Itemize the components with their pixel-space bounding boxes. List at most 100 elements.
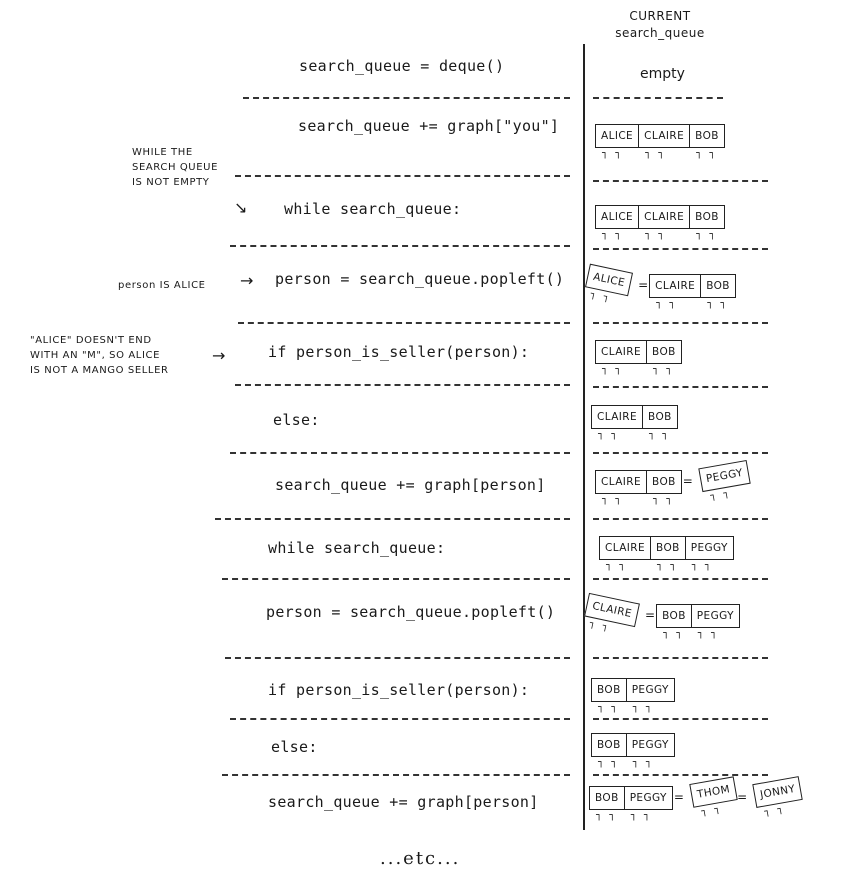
code-line-9: person = search_queue.popleft() (266, 603, 556, 621)
queue-person: BOB (690, 206, 724, 246)
empty-label: empty (640, 66, 685, 82)
queue-person: ALICE (596, 125, 640, 165)
row-separator (243, 97, 570, 99)
queue-person: CLAIRE (650, 275, 702, 315)
note-not-seller-text: "ALICE" DOESN'T END WITH AN "M", SO ALIC… (30, 335, 169, 376)
queue-person: ALICE (596, 206, 640, 246)
row-separator (593, 386, 768, 388)
queue-person: PEGGY (692, 605, 739, 645)
queue-person: JONNY (754, 777, 803, 807)
row-separator (222, 774, 570, 776)
row-separator (593, 657, 768, 659)
queue-person: PEGGY (699, 461, 749, 491)
row-separator (215, 518, 570, 520)
row-separator (593, 248, 768, 250)
queue-person: CLAIRE (639, 125, 691, 165)
row-separator (593, 774, 768, 776)
queue-person: BOB (690, 125, 724, 165)
code-line-1: search_queue = deque() (299, 57, 505, 75)
queue-box: BOBPEGGY (591, 678, 675, 719)
queue-person: CLAIRE (639, 206, 691, 246)
queue-box: CLAIREBOB (595, 470, 682, 511)
queue-person: BOB (592, 734, 627, 774)
queue-box: PEGGY (698, 459, 751, 493)
note-not-seller-arrow-icon: → (212, 346, 226, 365)
header-line2: search_queue (615, 26, 705, 40)
queue-row-3: ALICECLAIREBOB (595, 205, 725, 246)
queue-person: PEGGY (625, 787, 672, 827)
code-line-4: person = search_queue.popleft() (275, 270, 565, 288)
queue-row-12: BOBPEGGY=THOM=JONNY (589, 776, 804, 827)
code-line-3: while search_queue: (284, 200, 462, 218)
row-separator (593, 180, 768, 182)
queue-row-6: CLAIREBOB (591, 405, 678, 446)
row-separator (222, 578, 570, 580)
queue-box: CLAIREBOB (649, 274, 736, 315)
note-while-arrow-icon: ↘ (234, 198, 248, 217)
link-icon: = (682, 474, 693, 488)
queue-box: JONNY (752, 776, 804, 808)
row-separator (230, 245, 570, 247)
row-separator (230, 452, 570, 454)
queue-person: ALICE (586, 265, 632, 295)
queue-row-9: CLAIRE =BOBPEGGY (584, 592, 740, 645)
code-line-7: search_queue += graph[person] (275, 476, 546, 494)
queue-person: BOB (643, 406, 677, 446)
queue-row-5: CLAIREBOB (595, 340, 682, 381)
queue-person: BOB (657, 605, 692, 645)
queue-person: PEGGY (686, 537, 733, 577)
queue-box: ALICECLAIREBOB (595, 205, 725, 246)
queue-box: CLAIREBOB (595, 340, 682, 381)
link-icon: = (737, 790, 748, 804)
queue-person: BOB (647, 341, 681, 381)
current-queue-header: CURRENT search_queue (600, 8, 720, 42)
note-person-arrow-icon: → (240, 271, 254, 290)
code-line-10: if person_is_seller(person): (268, 681, 530, 699)
queue-person: CLAIRE (596, 341, 648, 381)
row-separator (593, 97, 723, 99)
queue-box: CLAIREBOB (591, 405, 678, 446)
queue-person: CLAIRE (585, 594, 639, 626)
queue-row-11: BOBPEGGY (591, 733, 675, 774)
queue-box: ALICECLAIREBOB (595, 124, 725, 165)
queue-person: BOB (647, 471, 681, 511)
row-separator (230, 718, 570, 720)
row-separator (235, 175, 570, 177)
queue-box: CLAIRE (584, 592, 640, 628)
queue-row-7: CLAIREBOB= PEGGY (595, 459, 751, 511)
link-icon: = (645, 608, 656, 622)
queue-box: BOBPEGGY (591, 733, 675, 774)
queue-row-10: BOBPEGGY (591, 678, 675, 719)
note-person-alice-text: person IS ALICE (118, 280, 206, 291)
code-line-6: else: (273, 411, 320, 429)
note-person-alice: person IS ALICE (118, 278, 206, 293)
queue-row-8: CLAIREBOBPEGGY (599, 536, 734, 577)
row-separator (225, 657, 570, 659)
note-not-seller: "ALICE" DOESN'T END WITH AN "M", SO ALIC… (30, 333, 230, 378)
header-line1: CURRENT (629, 9, 691, 23)
row-separator (238, 322, 570, 324)
link-icon: = (673, 790, 684, 804)
note-while-queue-text: WHILE THE SEARCH QUEUE IS NOT EMPTY (132, 147, 218, 188)
row-separator (593, 322, 768, 324)
queue-box: BOBPEGGY (656, 604, 740, 645)
queue-person: PEGGY (627, 679, 674, 719)
queue-person: CLAIRE (592, 406, 644, 446)
queue-box: BOBPEGGY (589, 786, 673, 827)
queue-person: CLAIRE (600, 537, 652, 577)
queue-box: CLAIREBOBPEGGY (599, 536, 734, 577)
queue-person: THOM (690, 777, 736, 806)
queue-row-2: ALICECLAIREBOB (595, 124, 725, 165)
code-line-12: search_queue += graph[person] (268, 793, 539, 811)
queue-row-4: ALICE =CLAIREBOB (584, 263, 736, 315)
note-while-queue: WHILE THE SEARCH QUEUE IS NOT EMPTY (132, 145, 252, 190)
queue-box: THOM (689, 776, 738, 808)
queue-person: BOB (592, 679, 627, 719)
queue-person: BOB (651, 537, 686, 577)
row-separator (593, 578, 768, 580)
link-icon: = (638, 278, 649, 292)
code-line-11: else: (271, 738, 318, 756)
queue-person: BOB (590, 787, 625, 827)
row-separator (235, 384, 570, 386)
row-separator (593, 452, 768, 454)
